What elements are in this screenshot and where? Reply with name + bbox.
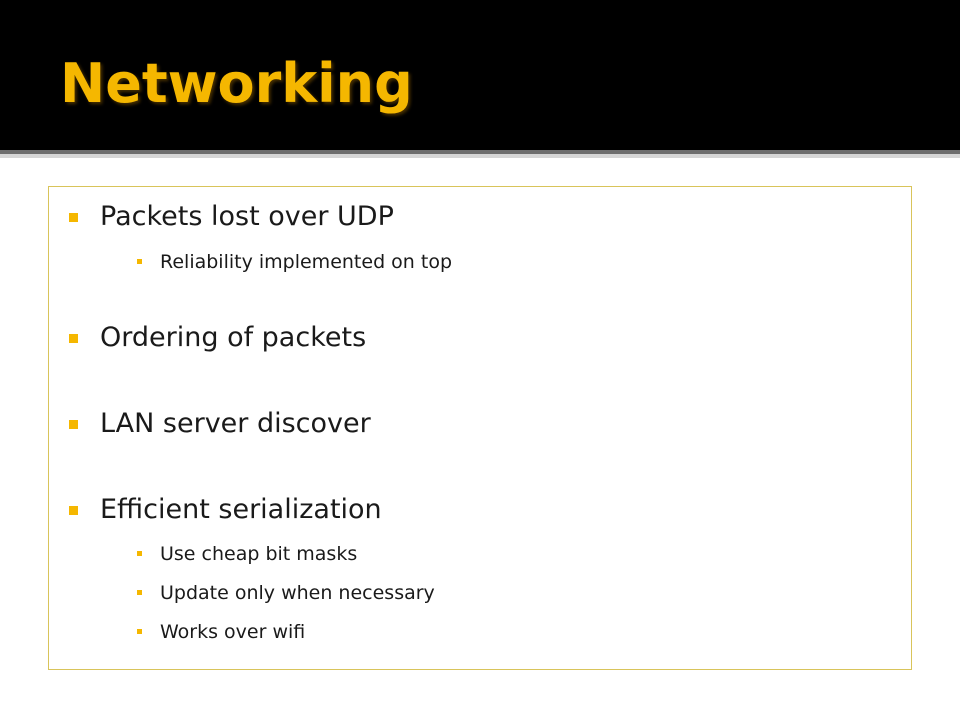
sub-bullet-text: Reliability implemented on top: [160, 251, 453, 273]
square-bullet-icon: [69, 213, 78, 222]
title-divider-light: [0, 154, 960, 158]
sub-bullet-text: Update only when necessary: [160, 582, 435, 604]
bullet-text: Efficient serialization: [100, 494, 382, 525]
bullet-text: LAN server discover: [100, 408, 371, 439]
square-bullet-icon: [69, 506, 78, 515]
title-divider: [0, 150, 960, 154]
bullet-text: Packets lost over UDP: [100, 201, 394, 232]
square-bullet-icon: [137, 629, 142, 634]
square-bullet-icon: [69, 420, 78, 429]
square-bullet-icon: [137, 590, 142, 595]
title-bar: [0, 0, 960, 150]
slide-title: Networking: [60, 52, 413, 115]
bullet-text: Ordering of packets: [100, 322, 367, 353]
square-bullet-icon: [137, 259, 142, 264]
content-box: [48, 186, 912, 670]
sub-bullet-text: Use cheap bit masks: [160, 543, 358, 565]
square-bullet-icon: [69, 334, 78, 343]
sub-bullet-text: Works over wifi: [160, 621, 306, 643]
square-bullet-icon: [137, 551, 142, 556]
